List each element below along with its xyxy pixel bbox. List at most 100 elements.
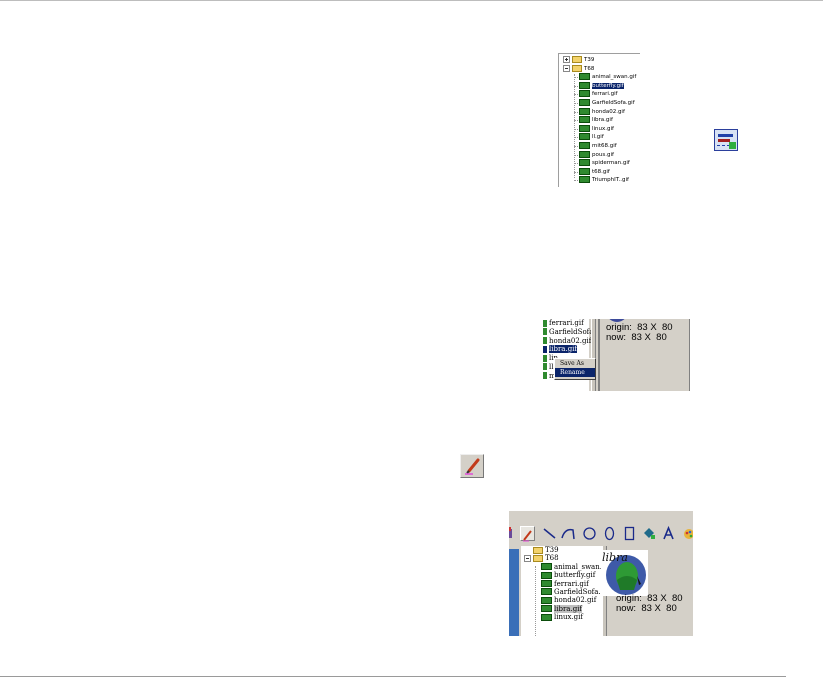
gif-file-icon xyxy=(579,81,590,89)
tree-file-item[interactable]: GarfieldSofa.gif xyxy=(521,588,610,596)
circle-tool-icon[interactable] xyxy=(582,526,597,541)
gif-file-icon xyxy=(541,596,552,604)
tree-folder-t39[interactable]: T39 xyxy=(559,56,640,65)
menu-item-save-as[interactable]: Save As xyxy=(560,360,584,367)
list-item[interactable]: ferrari.gif xyxy=(541,319,589,328)
previous-tool-icon[interactable] xyxy=(509,526,518,541)
collapse-icon[interactable] xyxy=(563,64,570,72)
file-label: GarfieldSofa xyxy=(549,327,594,336)
rectangle-tool-icon[interactable] xyxy=(622,526,637,541)
tree-folder-t39[interactable]: T39 xyxy=(521,546,602,554)
file-label: GarfieldSofa.gif xyxy=(592,99,635,106)
file-label: ll.gif xyxy=(592,134,604,141)
tree-folder-t68[interactable]: T68 xyxy=(521,554,602,562)
gif-file-icon xyxy=(541,613,552,621)
gif-file-icon xyxy=(541,588,552,596)
context-menu: Save As Rename xyxy=(554,358,596,380)
list-item[interactable]: GarfieldSofa xyxy=(541,328,593,337)
fill-tool-icon[interactable] xyxy=(642,526,657,541)
gif-file-icon xyxy=(541,563,552,571)
gif-file-icon xyxy=(579,116,590,124)
text-tool-icon[interactable] xyxy=(661,525,676,541)
gif-file-icon xyxy=(579,141,590,149)
tree-file-item[interactable]: libra.gif xyxy=(559,116,640,125)
tree-guide-line xyxy=(574,74,575,178)
collapse-icon[interactable] xyxy=(524,554,531,562)
pane-splitter[interactable] xyxy=(591,319,596,391)
file-label: libra.gif xyxy=(549,345,578,354)
origin-size: origin: 83 X 80 xyxy=(606,322,673,333)
tree-file-item[interactable]: pous.gif xyxy=(559,150,640,160)
file-label: t68.gif xyxy=(592,168,610,175)
folder-label: T68 xyxy=(584,65,595,72)
gif-file-icon xyxy=(579,167,590,175)
gif-file-icon xyxy=(579,159,590,167)
tree-file-item[interactable]: ferrari.gif xyxy=(521,580,602,588)
gif-file-icon xyxy=(543,319,547,327)
tree-file-item[interactable]: animal_swan.gif xyxy=(521,563,611,571)
file-label: libra.gif xyxy=(592,117,613,124)
gif-file-icon xyxy=(579,124,590,132)
color-tool-icon[interactable] xyxy=(682,526,693,541)
gif-file-icon xyxy=(579,98,590,106)
tree-file-item[interactable]: honda02.gif xyxy=(559,107,640,117)
file-label: pous.gif xyxy=(592,151,614,158)
file-label: mit68.gif xyxy=(592,142,617,149)
file-label: ferrari.gif xyxy=(592,91,618,98)
file-label: linux.gif xyxy=(592,125,614,132)
file-label: honda02.gif xyxy=(592,108,625,115)
curve-tool-icon[interactable] xyxy=(561,526,576,541)
list-item[interactable]: ll. xyxy=(541,363,589,372)
list-item[interactable]: libra.gif xyxy=(541,345,589,354)
file-label: honda02.gif xyxy=(554,596,597,605)
ellipse-tool-icon[interactable] xyxy=(602,526,617,541)
tree-file-item[interactable]: t68.gif xyxy=(559,167,640,177)
gif-file-icon xyxy=(579,176,590,184)
image-caption: libra xyxy=(602,551,628,564)
image-editor-icon[interactable] xyxy=(714,129,738,151)
tree-file-item[interactable]: spiderman.gif xyxy=(559,159,640,168)
tree-file-item[interactable]: butterfly.gif xyxy=(521,571,602,579)
tree-folder-t68[interactable]: T68 xyxy=(559,64,640,74)
folder-icon xyxy=(572,64,582,72)
tree-file-item[interactable]: libra.gif xyxy=(521,604,602,613)
origin-size: origin: 83 X 80 xyxy=(616,593,683,604)
top-rule xyxy=(0,0,823,1)
tree-file-item[interactable]: linux.gif xyxy=(521,613,602,621)
open-folder-icon xyxy=(533,554,543,562)
gif-file-icon xyxy=(543,328,547,336)
tree-file-item[interactable]: linux.gif xyxy=(559,124,640,134)
image-preview-edge xyxy=(606,319,628,322)
folder-icon xyxy=(533,546,543,554)
tree-file-item[interactable]: GarfieldSofa.gif xyxy=(559,98,640,108)
pencil-button[interactable] xyxy=(460,454,484,478)
tree-file-item[interactable]: butterfly.gif xyxy=(559,81,640,91)
gif-file-icon xyxy=(541,571,552,579)
tree-file-item[interactable]: TriumphIT..gif xyxy=(559,176,640,185)
line-tool-icon[interactable] xyxy=(542,526,557,541)
gif-file-icon xyxy=(579,73,590,81)
gif-file-icon xyxy=(543,337,547,345)
drawing-toolbar xyxy=(509,525,693,543)
expand-icon[interactable] xyxy=(563,56,570,63)
menu-item-rename[interactable]: Rename xyxy=(555,368,595,377)
tree-file-item[interactable]: ferrari.gif xyxy=(559,90,640,99)
tree-file-item[interactable]: honda02.gif xyxy=(521,596,602,604)
list-item[interactable]: honda02.gif xyxy=(541,337,591,346)
list-item[interactable]: lin xyxy=(541,354,589,363)
libra-image-preview: libra xyxy=(601,550,648,596)
gif-file-icon xyxy=(543,363,547,371)
gif-file-icon xyxy=(541,605,552,613)
tree-file-item[interactable]: animal_swan.gif xyxy=(559,73,640,82)
pencil-tool-icon[interactable] xyxy=(520,526,535,542)
gif-file-icon xyxy=(543,372,547,380)
tree-file-item[interactable]: ll.gif xyxy=(559,133,640,142)
bottom-rule xyxy=(0,676,786,677)
file-label: libra.gif xyxy=(554,604,583,613)
folder-icon xyxy=(572,56,582,63)
tree-file-item[interactable]: mit68.gif xyxy=(559,141,640,151)
